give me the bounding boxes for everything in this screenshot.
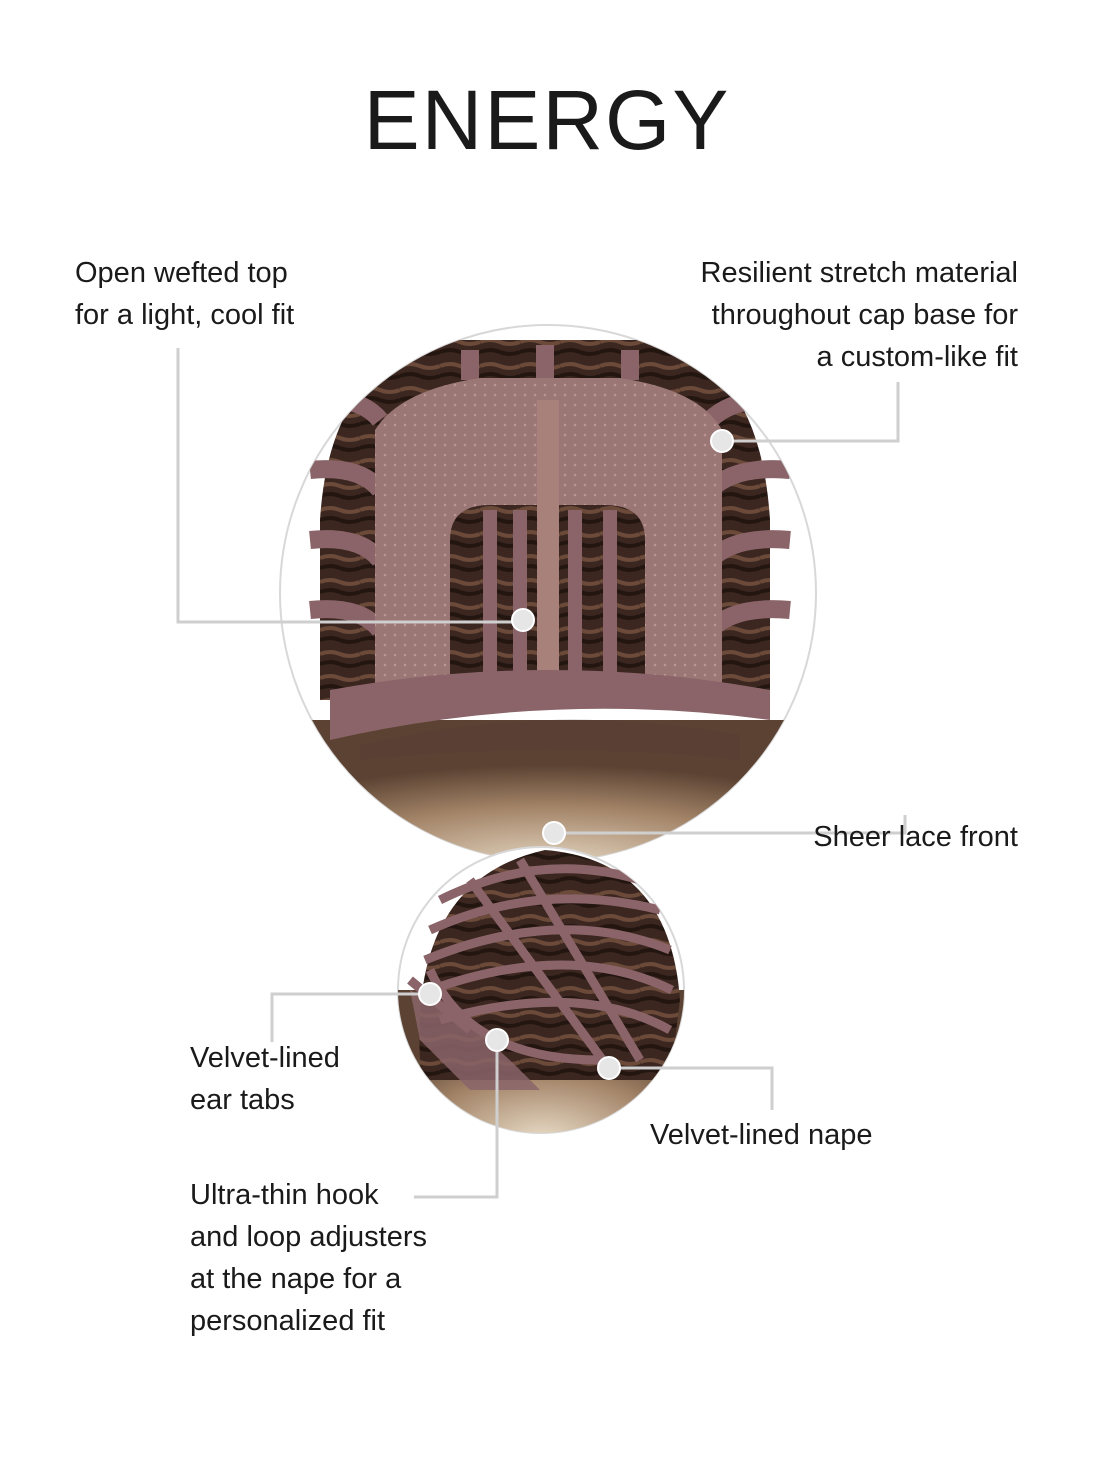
dot-resilient-stretch: [710, 429, 734, 453]
callout-line: Resilient stretch material: [700, 257, 1019, 289]
callout-hook-loop: Ultra-thin hook and loop adjusters at th…: [190, 1174, 427, 1342]
dot-open-wefted-top: [511, 608, 535, 632]
leader-velvet-nape: [609, 1066, 774, 1110]
callout-open-wefted-top: Open wefted top for a light, cool fit: [75, 252, 294, 336]
callout-line: Velvet-lined: [190, 1042, 340, 1074]
callout-line: for a light, cool fit: [75, 299, 295, 331]
callout-line: throughout cap base for: [711, 299, 1018, 331]
dot-velvet-nape: [597, 1056, 621, 1080]
dot-sheer-lace-front: [542, 821, 566, 845]
callout-velvet-ear-tabs: Velvet-lined ear tabs: [190, 1037, 340, 1121]
callout-line: Open wefted top: [75, 257, 288, 289]
callout-line: at the nape for a: [190, 1263, 402, 1295]
leader-hook-loop: [414, 1040, 499, 1199]
callout-line: personalized fit: [190, 1305, 386, 1337]
leader-resilient-stretch: [722, 382, 900, 443]
marker-dots: [418, 429, 734, 1080]
dot-hook-loop: [485, 1028, 509, 1052]
leader-velvet-ear-tabs: [270, 992, 430, 1042]
top-cap-view: [279, 324, 817, 862]
callout-line: Velvet-lined nape: [650, 1119, 873, 1151]
leader-open-wefted-top: [176, 348, 523, 624]
callout-line: Ultra-thin hook: [190, 1179, 379, 1211]
dot-velvet-ear-tabs: [418, 982, 442, 1006]
callout-line: ear tabs: [190, 1084, 295, 1116]
callout-sheer-lace-front: Sheer lace front: [813, 816, 1018, 858]
page-title: ENERGY: [363, 73, 731, 167]
callout-line: and loop adjusters: [190, 1221, 427, 1253]
callout-line: a custom-like fit: [816, 341, 1018, 373]
callout-line: Sheer lace front: [813, 821, 1018, 853]
callout-velvet-nape: Velvet-lined nape: [650, 1114, 873, 1156]
callout-resilient-stretch: Resilient stretch material throughout ca…: [701, 252, 1019, 378]
leader-lines: [176, 348, 907, 1199]
leader-sheer-lace-line: [554, 815, 907, 835]
